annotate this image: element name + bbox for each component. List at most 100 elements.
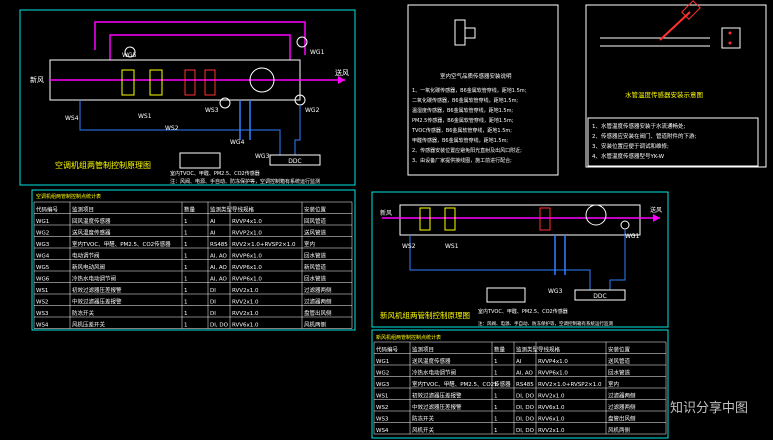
table-header-cell: 数量 [494, 346, 506, 354]
pipe-note-line: 4、水管温度传感器型号YK-W [592, 152, 665, 160]
fresh-signal-1 [409, 235, 591, 290]
table-cell: WG1 [376, 359, 389, 365]
table-cell: WS2 [36, 300, 48, 306]
panel-fresh: DDC 新风 送风 WS2 WS1 WG3 WG1 新风机组两管制控制原理图 室… [371, 191, 669, 328]
table-ac-frame [31, 189, 356, 331]
table-cell: 回风温度传感器 [72, 217, 111, 225]
table-ac-title: 空调机组两管制控制点统计表 [36, 193, 101, 200]
panel-pipe-frame [585, 4, 767, 168]
return-duct-inner [109, 34, 291, 60]
table-cell: RVVP2x1.0 [232, 231, 262, 237]
table-cell: RVV2x1.0 [232, 300, 259, 306]
table-cell: DI, DO [516, 405, 535, 411]
fresh-filter-1 [419, 207, 431, 231]
sensor-note-line: TVOC传感器，B6金属软管穿线，距地1.5m; [411, 127, 512, 134]
fresh-label-wg1: WG1 [625, 233, 640, 240]
panel-fresh-sensor-note: 室内TVOC、甲醛、PM2.5、CO2传感器 [478, 308, 568, 315]
panel-fresh-frame [371, 191, 669, 328]
table-cell: 1 [494, 405, 498, 411]
fresh-filter-2 [444, 207, 456, 231]
table-cell: DI, DO [516, 428, 535, 434]
table-header-cell: 代码编号 [376, 346, 399, 354]
table-header-cell: 安装位置 [304, 206, 327, 214]
table-cell: 过滤器两侧 [608, 403, 636, 411]
table-cell: 送风管道 [304, 229, 327, 237]
fresh-signal-2 [609, 230, 626, 290]
table-cell: 1 [494, 382, 498, 388]
sensor-note-line: 温湿度传感器，B6金属软管穿线，距地1.5m; [412, 107, 513, 114]
table-cell: 回风管道 [304, 217, 327, 225]
table-header-cell: 导线规格 [538, 346, 561, 354]
panel-ac-frame [19, 9, 356, 186]
table-cell: 过滤器两侧 [304, 286, 332, 294]
pipe-sensor-probe [659, 11, 691, 41]
table-header-cell: 安装位置 [608, 346, 631, 354]
table-header-cell: 监测项目 [412, 346, 434, 354]
table-cell: DI [210, 311, 216, 317]
label-wg5: WG5 [122, 52, 137, 59]
table-header-cell: 代码编号 [36, 206, 59, 214]
fresh-label-ws2: WS2 [402, 243, 416, 250]
pipe-note-line: 3、安装位置应便于调试和维修; [592, 142, 669, 150]
table-cell: 1 [184, 277, 188, 283]
table-cell: RS485 [210, 242, 228, 248]
table-cell: 防冻开关 [412, 415, 435, 423]
panel-sensor: 室内空气品质传感器安装说明 1、一氧化碳传感器，B6金属软管穿线，距地1.5m;… [407, 4, 559, 176]
table-cell: 1 [494, 428, 498, 434]
pipe-terminal [721, 27, 741, 49]
fresh-label-ws1: WS1 [445, 243, 459, 250]
fresh-sensor-box [486, 287, 526, 303]
table-cell: 1 [184, 265, 188, 271]
table-cell: RVV2×1.0+RVSP2×1.0 [538, 382, 602, 388]
table-cell: 1 [184, 254, 188, 260]
panel-sensor-title: 室内空气品质传感器安装说明 [440, 72, 512, 80]
table-header-cell: 监测类型 [210, 206, 233, 214]
table-cell: AI [210, 231, 216, 237]
panel-ac-sensor-note: 室内TVOC、甲醛、PM2.5、CO2传感器 [170, 170, 260, 177]
table-cell: WS1 [376, 394, 388, 400]
sensor-body [464, 27, 476, 39]
table-cell: AI, AO [516, 371, 534, 377]
table-cell: RVV2×1.0+RVSP2×1.0 [232, 242, 296, 248]
panel-ac-title: 空调机组两管制控制原理图 [55, 160, 151, 170]
table-cell: 风机开关 [412, 426, 435, 434]
table-cell: DI [210, 288, 216, 294]
table-cell: 1 [494, 394, 498, 400]
table-cell: RVV6x1.0 [538, 417, 565, 423]
panel-sensor-frame [407, 4, 559, 176]
sensor-note-line: 甲醛传感器，B6金属软管穿线，距地1.5m; [412, 137, 508, 144]
table-cell: WS3 [36, 311, 49, 317]
table-cell: 新风电动风阀 [72, 263, 105, 271]
fresh-ddc-box [574, 289, 626, 301]
table-cell: 室内 [304, 240, 315, 248]
table-cell: 回水管道 [608, 369, 631, 377]
table-cell: 1 [494, 371, 498, 377]
table-cell: DI [210, 300, 216, 306]
table-cell: AI [516, 359, 522, 365]
airflow-arrow [338, 76, 345, 84]
table-cell: 新风管道 [304, 263, 327, 271]
sensor-mount [454, 19, 466, 46]
table-fresh-title: 新风机组两管制控制点统计表 [376, 334, 441, 341]
table-cell: RS485 [516, 382, 534, 388]
panel-fresh-note: 注：风阀、电源、手自动、防冻保护等，空调控制箱有系统运行监测 [478, 320, 613, 327]
ddc-label: DDC [288, 158, 301, 165]
table-cell: AI, AO [210, 265, 228, 271]
table-cell: RVVP4x1.0 [232, 219, 262, 225]
label-wg4: WG4 [230, 139, 245, 146]
table-fresh-frame [371, 329, 669, 439]
terminal-2 [728, 41, 732, 45]
table-cell: AI [210, 219, 216, 225]
table-cell: 1 [184, 323, 188, 329]
fresh-fan [585, 204, 607, 226]
fresh-ddc-label: DDC [593, 293, 606, 300]
watermark: 知识分享中图 [670, 400, 748, 416]
pipe-note-line: 1、水管温度传感器安装于水流通畅处; [592, 122, 686, 130]
table-cell: WS4 [376, 428, 389, 434]
fresh-sensor-wg1 [620, 220, 630, 230]
filter-1 [121, 69, 135, 96]
sensor-wg5 [124, 46, 136, 58]
